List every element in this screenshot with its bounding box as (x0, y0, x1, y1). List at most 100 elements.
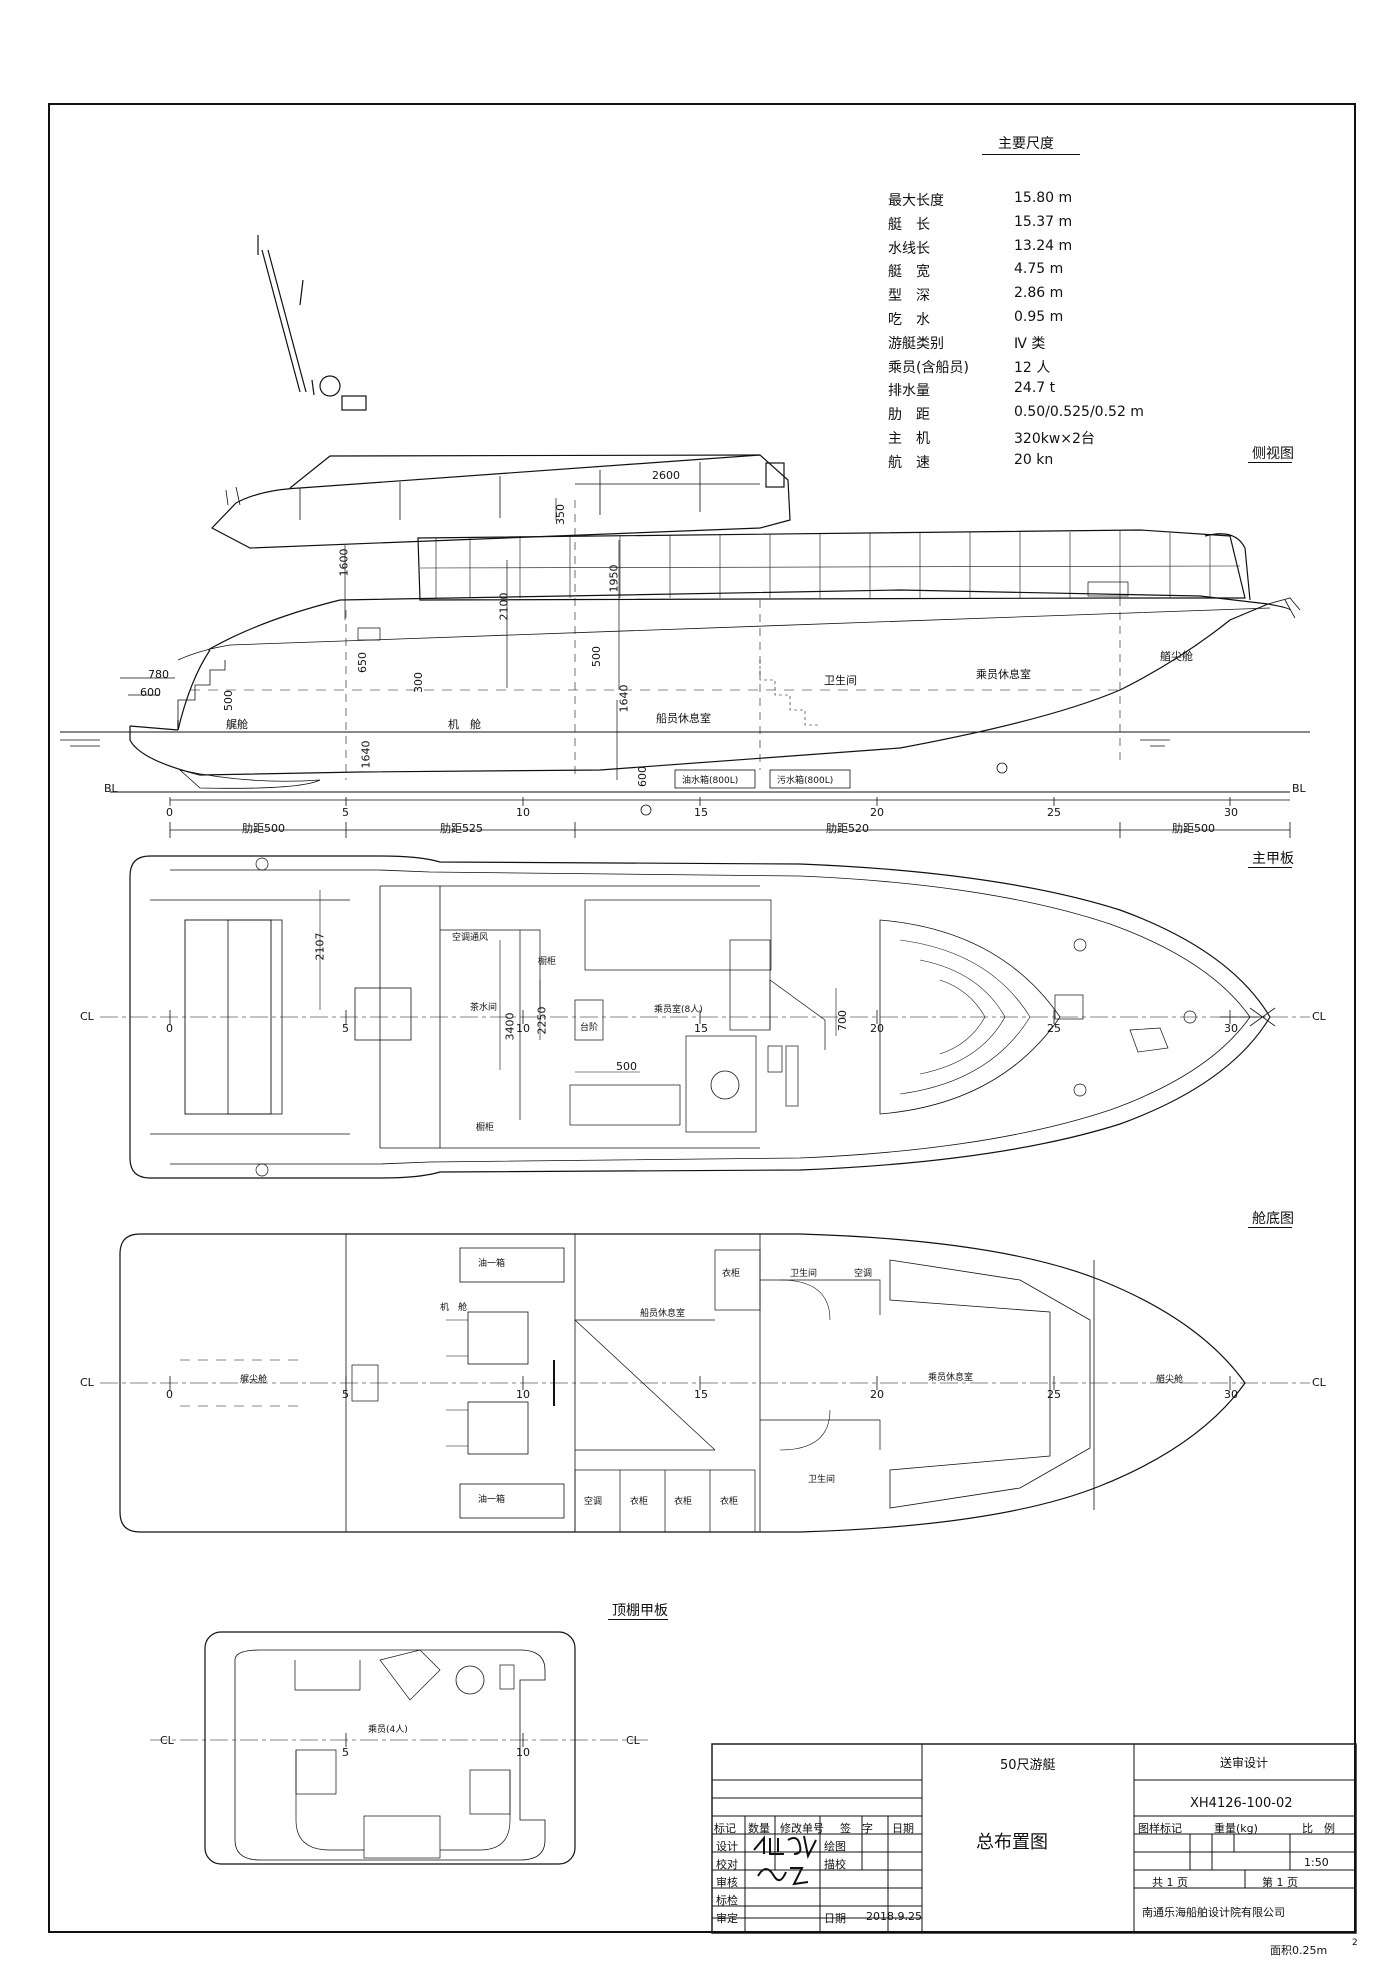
tb-head-mark: 标记 (714, 1822, 736, 1835)
side-view-drawing (60, 235, 1310, 838)
side-room-bow: 艏尖舱 (1160, 650, 1193, 663)
main-deck-room-cabinet-top: 橱柜 (538, 957, 557, 967)
bottom-room-fuel-bottom: 油一箱 (478, 1495, 506, 1505)
side-room-stern: 艉舱 (226, 718, 248, 731)
side-tick-25: 25 (1047, 806, 1061, 819)
tb-drawing-no: XH4126-100-02 (1190, 1796, 1293, 1811)
side-tick-30: 30 (1224, 806, 1238, 819)
roof-cl-right: CL (626, 1734, 640, 1747)
roof-deck-title: 顶棚甲板 (612, 1603, 668, 1619)
tb-date: 2018.9.25 (866, 1910, 922, 1923)
bottom-room-wc-aft: 卫生间 (808, 1475, 836, 1485)
side-tick-5: 5 (342, 806, 349, 819)
bottom-tick-10: 10 (516, 1388, 530, 1401)
side-spacing-500a: 肋距500 (242, 822, 285, 835)
tb-head-date: 日期 (892, 1822, 914, 1835)
spec-label: 主 机 (888, 431, 930, 447)
main-deck-room-ac: 空调通风 (452, 933, 489, 943)
main-deck-dim-500: 500 (616, 1060, 637, 1073)
bottom-tick-20: 20 (870, 1388, 884, 1401)
tb-company: 南通乐海船舶设计院有限公司 (1142, 1906, 1285, 1919)
side-room-wc: 卫生间 (824, 674, 857, 687)
tb-head-change: 修改单号 (780, 1822, 824, 1835)
side-dim-2600: 2600 (652, 469, 680, 482)
side-room-passenger: 乘员休息室 (976, 668, 1031, 681)
bottom-tick-0: 0 (166, 1388, 173, 1401)
spec-value: 24.7 t (1014, 380, 1056, 397)
main-deck-tick-10: 10 (516, 1022, 530, 1035)
side-bl-right: BL (1292, 782, 1306, 795)
bottom-room-wardrobe-4: 衣柜 (720, 1497, 739, 1507)
spec-label: 艇 长 (888, 216, 930, 233)
spec-label: 排水量 (888, 383, 930, 400)
side-dim-600: 600 (140, 686, 161, 699)
side-tick-0: 0 (166, 806, 173, 819)
roof-deck-drawing (150, 1631, 650, 1865)
side-tank-waste: 污水箱(800L) (777, 776, 834, 786)
spec-value: 2.86 m (1014, 285, 1064, 302)
main-deck-underline (1248, 867, 1292, 868)
spec-label: 型 深 (888, 288, 930, 305)
side-tick-15: 15 (694, 806, 708, 819)
main-deck-tick-20: 20 (870, 1022, 884, 1035)
spec-label: 水线长 (888, 240, 930, 257)
bottom-room-ac-aft: 空调 (584, 1497, 603, 1507)
bottom-room-stern: 艉尖舱 (240, 1375, 268, 1385)
spec-value: 15.37 m (1014, 213, 1073, 230)
side-tick-20: 20 (870, 806, 884, 819)
main-deck-cl-right: CL (1312, 1010, 1326, 1023)
side-room-engine: 机 舱 (448, 718, 481, 731)
bottom-room-fuel-top: 油一箱 (478, 1259, 506, 1269)
side-dim-780: 780 (148, 668, 169, 681)
main-deck-tick-5: 5 (342, 1022, 349, 1035)
spec-label: 航 速 (888, 454, 930, 471)
tb-page-no: 第 1 页 (1262, 1876, 1298, 1889)
bottom-room-engine: 机 舱 (440, 1303, 468, 1313)
tb-drawing-name: 总布置图 (976, 1832, 1048, 1853)
main-deck-room-step: 台阶 (580, 1023, 599, 1033)
side-spacing-500b: 肋距500 (1172, 822, 1215, 835)
tb-pattern-label: 图样标记 (1138, 1822, 1182, 1835)
tb-role-approve: 审定 (716, 1912, 738, 1925)
tb-role-review: 审核 (716, 1876, 738, 1889)
spec-title: 主要尺度 (998, 136, 1054, 152)
spec-value: 13.24 m (1014, 237, 1073, 254)
tb-head-qty: 数量 (748, 1822, 770, 1835)
spec-value: 12 人 (1014, 359, 1051, 376)
tb-role-drawing: 绘图 (824, 1840, 846, 1853)
main-deck-room-cabinet-bottom: 橱柜 (476, 1123, 495, 1133)
bottom-cl-left: CL (80, 1376, 94, 1389)
bottom-view-drawing (100, 1233, 1310, 1533)
signature-designer (753, 1835, 817, 1886)
side-tank-fuel: 油水箱(800L) (682, 776, 739, 786)
main-deck-title: 主甲板 (1252, 851, 1294, 867)
spec-label: 最大长度 (888, 193, 944, 209)
tb-project: 50尺游艇 (1000, 1758, 1056, 1773)
spec-label: 艇 宽 (888, 264, 930, 281)
roof-tick-10: 10 (516, 1746, 530, 1759)
side-spacing-520: 肋距520 (826, 822, 869, 835)
spec-title-underline (982, 154, 1080, 155)
side-room-crew: 船员休息室 (656, 712, 711, 725)
bottom-tick-30: 30 (1224, 1388, 1238, 1401)
bottom-room-ac-fwd: 空调 (854, 1269, 873, 1279)
bottom-room-wardrobe-1: 衣柜 (722, 1269, 741, 1279)
footer-area: 面积0.25m (1270, 1944, 1328, 1957)
tb-role-trace: 描校 (824, 1858, 846, 1871)
tb-weight-label: 重量(kg) (1214, 1822, 1258, 1835)
main-deck-cl-left: CL (80, 1010, 94, 1023)
spec-label: 吃 水 (888, 312, 930, 328)
tb-stage: 送审设计 (1220, 1756, 1269, 1770)
main-deck-room-pantry: 茶水间 (470, 1003, 498, 1013)
side-view-title: 侧视图 (1252, 446, 1294, 462)
bottom-room-crew: 船员休息室 (640, 1309, 686, 1319)
spec-value: 20 kn (1014, 451, 1054, 468)
main-deck-room-saloon: 乘员室(8人) (654, 1005, 703, 1015)
tb-scale: 1:50 (1304, 1856, 1329, 1869)
roof-cl-left: CL (160, 1734, 174, 1747)
main-deck-tick-15: 15 (694, 1022, 708, 1035)
drawing-frame (48, 103, 1356, 1933)
main-deck-drawing (100, 855, 1310, 1179)
side-tick-10: 10 (516, 806, 530, 819)
